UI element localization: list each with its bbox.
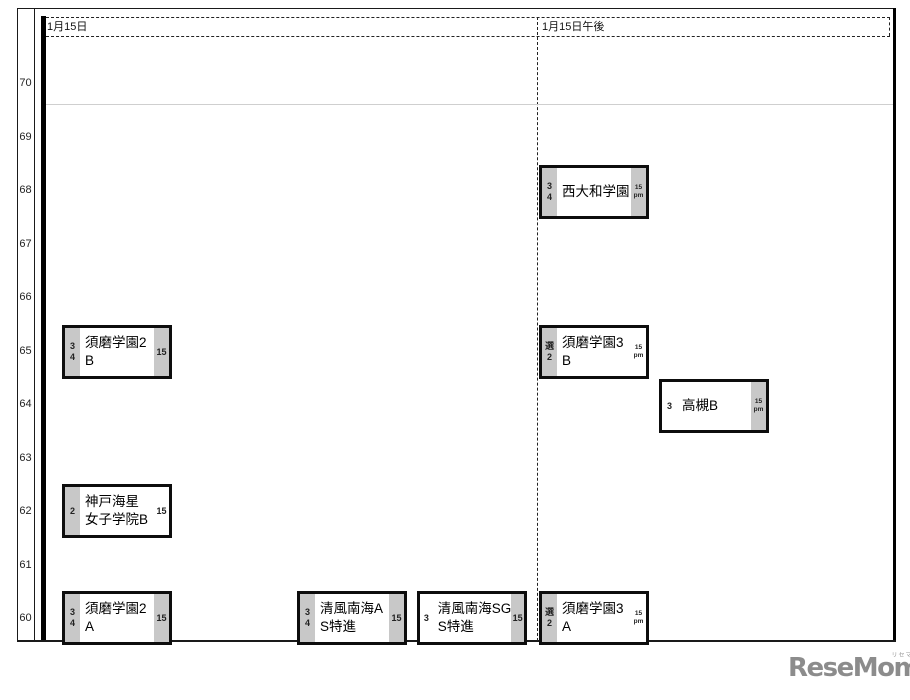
y-tick-61: 61 — [19, 559, 32, 571]
y-tick-64: 64 — [19, 398, 32, 410]
y-tick-67: 67 — [19, 238, 32, 250]
grid-line — [46, 104, 893, 105]
header-band-top-dashed-line — [46, 17, 890, 18]
header-band-bottom-dashed-line — [46, 36, 890, 37]
y-tick-68: 68 — [19, 184, 32, 196]
frame-top-line — [17, 8, 896, 9]
exam-box-kobe-kaisei-b: 2 神戸海星女子学院B 15 — [62, 484, 172, 538]
column-header-jan15-pm: 1月15日午後 — [542, 21, 605, 33]
column-separator-dashed-line — [537, 17, 538, 641]
box-school-name: 高槻B — [682, 398, 719, 414]
header-band-right-dashed-line — [889, 17, 890, 36]
box-date-tag: 15 — [389, 594, 404, 642]
box-subject-tag: 2 — [65, 487, 80, 535]
y-tick-63: 63 — [19, 452, 32, 464]
y-tick-65: 65 — [19, 345, 32, 357]
y-tick-60: 60 — [19, 612, 32, 624]
y-tick-69: 69 — [19, 131, 32, 143]
frame-right-line — [893, 8, 896, 641]
box-school-name: 神戸海星女子学院B — [85, 494, 149, 527]
y-tick-66: 66 — [19, 291, 32, 303]
box-date-tag: 15 — [154, 594, 169, 642]
y-tick-62: 62 — [19, 505, 32, 517]
axis-inner-line — [34, 8, 35, 641]
box-subject-tag: 3 — [666, 400, 672, 411]
plot-left-border — [41, 16, 46, 641]
axis-outer-line — [17, 8, 18, 641]
resemom-logo-text: ReseMom. — [788, 653, 910, 683]
box-school-name: 西大和学園 — [562, 184, 630, 200]
box-date-tag: 15 — [156, 505, 167, 516]
y-tick-70: 70 — [19, 77, 32, 89]
resemom-logo-ruby: リセマム — [891, 652, 910, 659]
resemom-logo: リセマム ReseMom. — [788, 652, 910, 683]
box-subject-tag: 3 — [423, 612, 429, 623]
box-date-tag: 15 — [154, 328, 169, 376]
column-header-jan15: 1月15日 — [47, 21, 88, 33]
box-date-tag: 15 — [511, 594, 524, 642]
